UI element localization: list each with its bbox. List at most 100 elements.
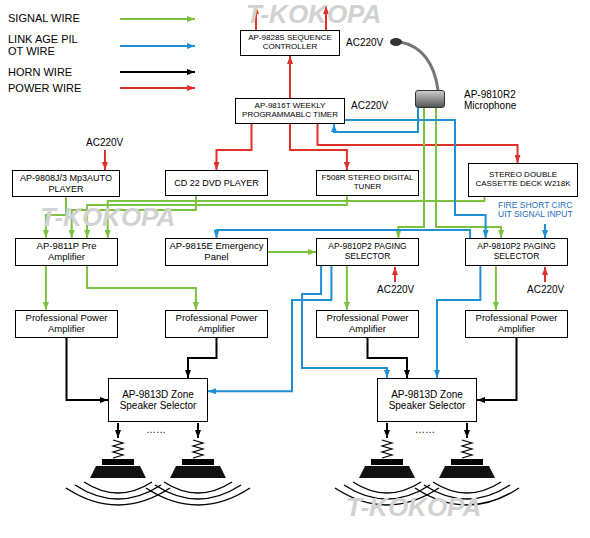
spring	[382, 440, 392, 458]
spring	[193, 440, 203, 458]
wire-connector	[188, 338, 217, 378]
device-label: AP-9810R2 Microphone	[464, 89, 536, 111]
wire-connector	[67, 338, 109, 400]
box-text: Professional Power Amplifier	[469, 313, 564, 334]
box-text: AP-9815E Emergency Panel	[169, 241, 264, 262]
device-box: STEREO DOUBLE CASSETTE DECK W218K	[468, 163, 578, 197]
wire-connector	[87, 266, 196, 310]
speaker-cap	[102, 459, 134, 465]
wire-connector	[268, 251, 316, 253]
legend-text: HORN WIRE	[8, 66, 118, 78]
speaker-body	[439, 466, 495, 478]
box-text: AP-9828S SEQUENCE CONTROLLER	[244, 34, 336, 52]
legend-text: POWER WIRE	[8, 82, 118, 94]
sound-wave	[353, 482, 421, 493]
microphone-neck	[390, 38, 438, 90]
annotation: AC220V	[86, 137, 123, 148]
spring	[113, 440, 123, 458]
device-box: AP-9811P Pre Amplifier	[15, 238, 118, 266]
watermark: T-KOKOPA	[346, 493, 481, 522]
box-text: CD 22 DVD PLAYER	[174, 178, 258, 188]
wire-connector	[217, 230, 471, 238]
wire-connector	[334, 108, 418, 132]
speaker-body	[170, 466, 226, 478]
box-text: Professional Power Amplifier	[169, 313, 264, 334]
microphone: AP-9810R2 Microphone	[415, 90, 445, 108]
annotation: AC220V	[346, 37, 383, 48]
box-text: F508R STEREO DIGITAL TUNER	[320, 174, 415, 192]
device-box: Professional Power Amplifier	[316, 310, 419, 338]
device-box: AP-9808J/3 Mp3AUTO PLAYER	[12, 170, 120, 197]
speaker-body	[90, 466, 146, 478]
speaker-cap	[371, 459, 403, 465]
horn-wire	[117, 423, 119, 438]
device-box: Professional Power Amplifier	[165, 310, 268, 338]
gooseneck	[400, 42, 438, 90]
wire-connector	[477, 338, 517, 400]
legend-samples	[120, 19, 195, 88]
device-box: AP-9815E Emergency Panel	[165, 238, 268, 266]
sound-wave	[155, 485, 241, 499]
signal-wire-sample	[120, 18, 195, 20]
horn-wire-sample	[120, 71, 195, 73]
device-box: AP-9813D Zone Speaker Selector	[108, 378, 208, 422]
device-box: AP-9810P2 PAGING SELECTOR	[316, 238, 419, 266]
device-box: Professional Power Amplifier	[15, 310, 118, 338]
box-text: AP-9810P2 PAGING SELECTOR	[320, 242, 415, 261]
power-wire-sample	[120, 87, 195, 89]
wire-connector	[346, 266, 348, 310]
horn-wire	[466, 423, 468, 438]
sound-wave	[146, 488, 250, 505]
wire-connector	[45, 266, 47, 310]
legend-text: LINK AGE PIL OT WIRE	[8, 33, 82, 57]
speaker-cap	[451, 459, 483, 465]
ellipsis-mark: ……	[415, 424, 435, 435]
power-in	[544, 267, 546, 282]
fire-signal-input	[544, 224, 546, 238]
power-in	[394, 267, 396, 282]
wire-connector	[289, 56, 291, 98]
box-text: AP-9811P Pre Amplifier	[19, 241, 114, 262]
spring	[462, 440, 472, 458]
box-text: AP-9808J/3 Mp3AUTO PLAYER	[16, 173, 116, 193]
speaker-body	[359, 466, 415, 478]
watermark: T-KOKOPA	[40, 203, 175, 232]
wire-connector	[495, 266, 497, 310]
annotation: AC220V	[377, 284, 414, 295]
annotation: FIRE SHORT CIRC UIT SIGNAL INPUT	[498, 201, 582, 220]
box-text: AP-9813D Zone Speaker Selector	[112, 389, 204, 411]
horn-wire	[197, 423, 199, 438]
device-box: AP-9828S SEQUENCE CONTROLLER	[240, 30, 340, 56]
box-text: Professional Power Amplifier	[320, 313, 415, 334]
device-box: F508R STEREO DIGITAL TUNER	[316, 170, 419, 196]
sound-wave	[433, 482, 501, 493]
sound-wave	[75, 485, 161, 499]
sound-wave	[84, 482, 152, 493]
sound-wave	[66, 488, 170, 505]
annotation: AC220V	[527, 284, 564, 295]
mic-head	[390, 38, 402, 46]
link-wire-sample	[120, 45, 195, 47]
box-text: AP-9810P2 PAGING SELECTOR	[469, 242, 564, 261]
device-box: CD 22 DVD PLAYER	[165, 170, 268, 196]
horn-wire	[386, 423, 388, 438]
ellipsis-mark: ……	[146, 424, 166, 435]
box-text: Professional Power Amplifier	[19, 313, 114, 334]
box-text: STEREO DOUBLE CASSETTE DECK W218K	[472, 171, 574, 189]
annotation: AC220V	[351, 100, 388, 111]
watermark: T-KOKOPA	[246, 0, 381, 29]
device-box: AP-9810P2 PAGING SELECTOR	[465, 238, 568, 266]
speaker-cap	[182, 459, 214, 465]
box-text: AP-9816T WEEKLY PROGRAMMABLC TIMER	[239, 102, 341, 120]
sound-wave	[164, 482, 232, 493]
wire-connector	[217, 124, 252, 170]
device-box: AP-9813D Zone Speaker Selector	[377, 378, 477, 422]
device-box: AP-9816T WEEKLY PROGRAMMABLC TIMER	[235, 98, 345, 124]
power-in	[104, 150, 106, 170]
device-box: Professional Power Amplifier	[465, 310, 568, 338]
box-text: AP-9813D Zone Speaker Selector	[381, 389, 473, 411]
